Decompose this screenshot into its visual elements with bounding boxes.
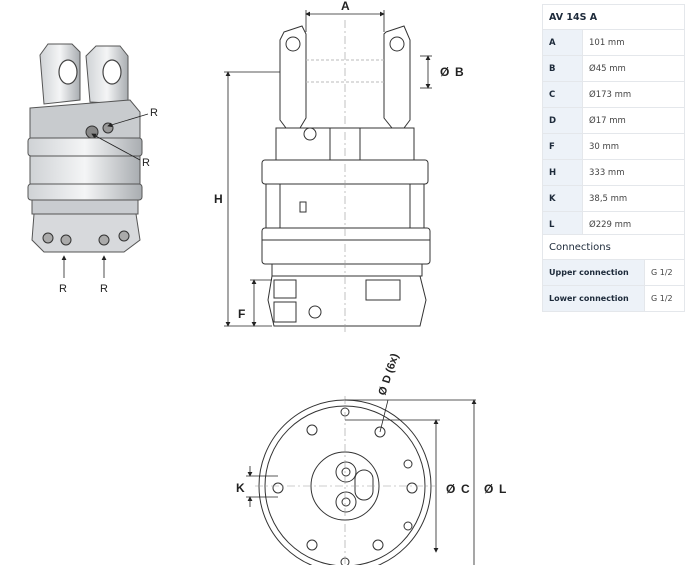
dim-d-label: D (6x) <box>380 352 401 385</box>
spec-value: Ø229 mm <box>582 211 685 238</box>
dim-d-diameter-symbol: Ø <box>376 385 390 397</box>
dim-h-label: H <box>214 192 223 206</box>
dim-l-diameter-symbol: Ø <box>484 482 493 496</box>
bottom-view <box>255 396 435 565</box>
spec-value: Ø45 mm <box>582 55 685 82</box>
spec-key: H <box>542 159 583 186</box>
spec-key: F <box>542 133 583 160</box>
dim-f-label: F <box>238 307 245 321</box>
connection-value: G 1/2 <box>644 285 685 312</box>
dim-b-diameter-symbol: Ø <box>440 65 449 79</box>
dim-l-label: L <box>499 482 506 496</box>
side-dimensions <box>224 10 432 327</box>
dim-k-label: K <box>236 481 245 495</box>
port-r-label: R <box>100 283 108 295</box>
spec-key: K <box>542 185 583 212</box>
spec-key: A <box>542 29 583 56</box>
spec-key: D <box>542 107 583 134</box>
spec-value: 38,5 mm <box>582 185 685 212</box>
spec-key: L <box>542 211 583 238</box>
dim-b-label: B <box>455 65 464 79</box>
dim-c-diameter-symbol: Ø <box>446 482 455 496</box>
spec-value: 333 mm <box>582 159 685 186</box>
port-r-label: R <box>142 157 150 169</box>
technical-drawing: R R R R <box>27 0 506 565</box>
dim-c-label: C <box>461 482 470 496</box>
connection-key: Upper connection <box>542 259 645 286</box>
spec-key: C <box>542 81 583 108</box>
spec-key: B <box>542 55 583 82</box>
connections-table-title: Connections <box>542 234 685 260</box>
spec-value: 101 mm <box>582 29 685 56</box>
spec-value: 30 mm <box>582 133 685 160</box>
connection-key: Lower connection <box>542 285 645 312</box>
port-r-label: R <box>150 107 158 119</box>
port-r-label: R <box>59 283 67 295</box>
spec-value: Ø17 mm <box>582 107 685 134</box>
connection-value: G 1/2 <box>644 259 685 286</box>
spec-value: Ø173 mm <box>582 81 685 108</box>
dim-a-label: A <box>341 0 350 13</box>
side-elevation-view <box>261 20 431 335</box>
bottom-dimensions <box>246 399 477 565</box>
rotator-3d-view: R R R R <box>27 43 158 295</box>
spec-table-title: AV 14S A <box>542 4 685 30</box>
